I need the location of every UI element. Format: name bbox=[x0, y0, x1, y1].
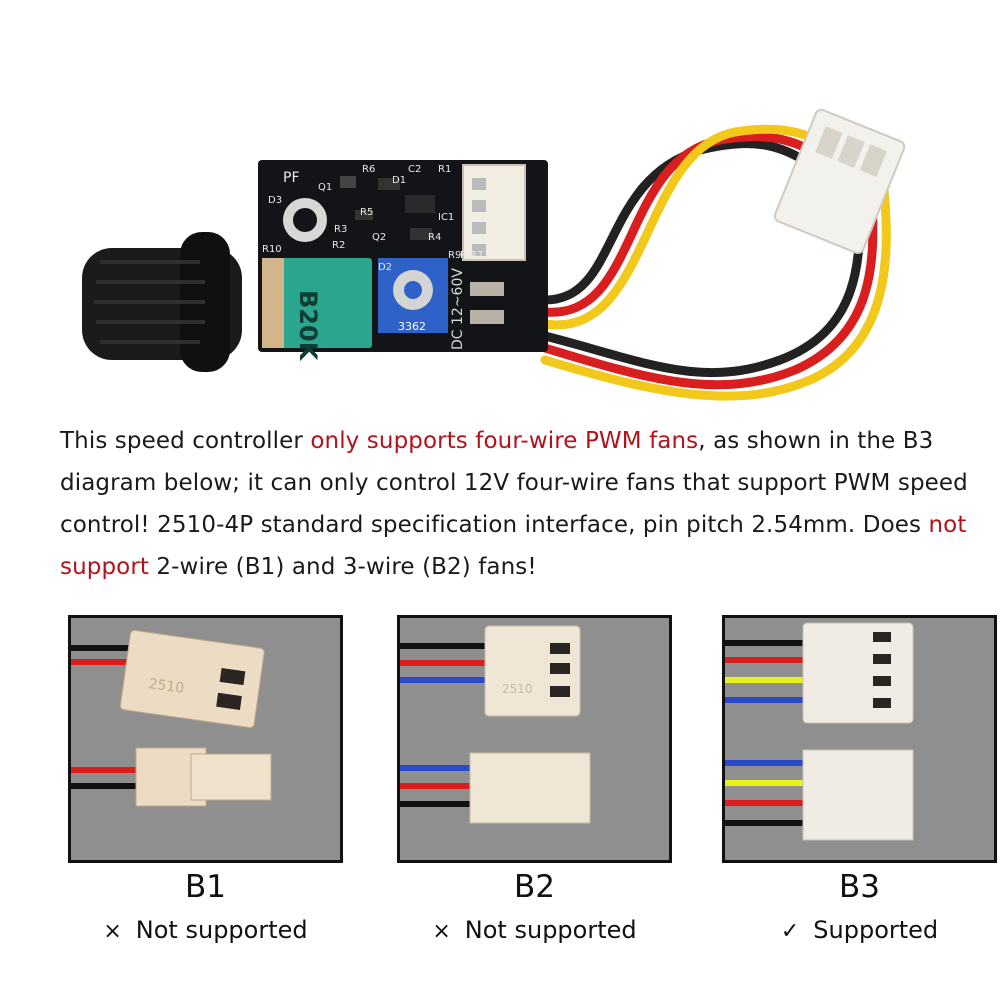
voltage-marking: DC 12~60V bbox=[450, 268, 466, 350]
pcb-ref-label: D3 bbox=[268, 195, 282, 206]
description-text: This speed controller only supports four… bbox=[60, 420, 980, 588]
control-knob bbox=[82, 232, 242, 372]
panel-b3-photo bbox=[722, 615, 997, 863]
pcb-ref-label: Q2 bbox=[372, 232, 386, 243]
cross-icon: × bbox=[103, 919, 122, 944]
pcb-ref-label: C2 bbox=[408, 164, 421, 175]
pcb-ref-label: R7 bbox=[470, 250, 483, 261]
pcb-ref-label: R2 bbox=[332, 240, 345, 251]
caption-b1-status-text: Not supported bbox=[135, 916, 308, 944]
pcb-ref-label: IC1 bbox=[438, 212, 454, 223]
caption-b3: B3 ✓ Supported bbox=[722, 867, 997, 949]
caption-b2-code: B2 bbox=[514, 869, 555, 905]
caption-b3-status-text: Supported bbox=[813, 916, 939, 944]
trimmer-marking: 3362 bbox=[398, 320, 426, 333]
caption-b2: B2 × Not supported bbox=[397, 867, 672, 949]
panel-b2-photo: 2510 bbox=[397, 615, 672, 863]
cross-icon: × bbox=[432, 919, 451, 944]
desc-part-1: This speed controller bbox=[60, 428, 311, 454]
pcb-ref-label: Q1 bbox=[318, 182, 332, 193]
pot-marking: B20K bbox=[294, 290, 322, 362]
desc-highlight-only-four-wire: only supports four-wire PWM fans bbox=[310, 428, 699, 454]
potentiometer bbox=[262, 258, 372, 348]
desc-highlight-not-support: not support bbox=[60, 512, 967, 580]
caption-b1: B1 × Not supported bbox=[68, 867, 343, 949]
desc-part-3: 2-wire (B1) and 3-wire (B2) fans! bbox=[149, 554, 537, 580]
caption-b1-status: × Not supported bbox=[68, 913, 343, 949]
pcb-ref-label: R10 bbox=[262, 244, 282, 255]
pcb-brand: PF bbox=[283, 170, 300, 186]
caption-b3-code: B3 bbox=[839, 869, 880, 905]
pcb-ref-label: D1 bbox=[392, 175, 406, 186]
pcb-ref-label: R3 bbox=[334, 224, 347, 235]
panel-b1-photo: 2510 bbox=[68, 615, 343, 863]
fan-connector bbox=[773, 108, 906, 255]
pcb-ref-label: D2 bbox=[378, 262, 392, 273]
checkmark-icon: ✓ bbox=[780, 919, 800, 944]
pcb-ref-label: R8 bbox=[460, 250, 473, 261]
pcb-ref-label: R5 bbox=[360, 207, 373, 218]
pcb-ref-label: R1 bbox=[438, 164, 451, 175]
b1-connector-marking: 2510 bbox=[148, 676, 186, 697]
caption-b2-status: × Not supported bbox=[397, 913, 672, 949]
caption-b1-code: B1 bbox=[185, 869, 226, 905]
desc-part-2: , as shown in the B3 diagram below; it c… bbox=[60, 428, 968, 538]
b2-connector-marking: 2510 bbox=[502, 682, 533, 696]
pcb-ref-label: R4 bbox=[428, 232, 441, 243]
pcb-ref-label: R9 bbox=[448, 250, 461, 261]
caption-b2-status-text: Not supported bbox=[464, 916, 637, 944]
caption-b3-status: ✓ Supported bbox=[722, 913, 997, 949]
pcb-ref-label: R6 bbox=[362, 164, 375, 175]
